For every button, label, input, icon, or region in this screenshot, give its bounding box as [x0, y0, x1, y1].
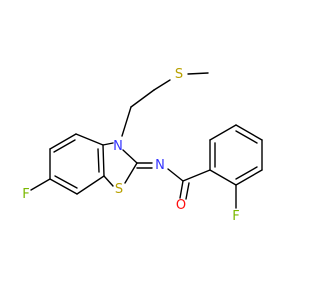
imine-nitrogen-label: N — [155, 158, 165, 173]
bond-ar6-ar1 — [209, 169, 237, 186]
benzamide-fluorine-label: F — [232, 209, 239, 224]
bond-s-c7a — [103, 175, 114, 187]
bond-ar3-ar4 — [235, 124, 263, 141]
bond-ch2-ch2 — [130, 89, 155, 108]
bond-c4-c5 — [49, 133, 77, 150]
bond-lines — [30, 72, 263, 209]
bond-c7-c7a — [76, 175, 105, 195]
bond-c6-f — [30, 178, 51, 191]
bond-c-aryl — [182, 169, 211, 182]
structure-diagram: S N N S O F F — [0, 0, 300, 300]
bond-ar5-ar6-inner — [235, 166, 258, 180]
bond-c6-c7-inner — [54, 175, 78, 189]
bond-n-carbonyl-c — [167, 168, 184, 182]
bond-ar2-ar3 — [209, 124, 237, 141]
bond-methyl-s — [187, 72, 209, 75]
bond-c3a-c4 — [75, 133, 104, 146]
bond-c2-s — [124, 162, 138, 184]
bond-c3a-n — [102, 142, 114, 146]
ring-nitrogen-label: N — [113, 139, 123, 154]
bond-n-c2 — [122, 149, 138, 164]
atom-labels: S N N S O F F — [22, 67, 239, 224]
bond-c6-c7 — [49, 178, 78, 195]
bond-ar5-ar6 — [235, 169, 263, 186]
thioether-sulfur-label: S — [175, 67, 183, 82]
bond-ch2-n — [121, 106, 132, 137]
bond-c3a-c7a-inner — [97, 148, 100, 173]
benzothiazole-fluorine-label: F — [22, 187, 29, 202]
bond-ar3-ar4-inner — [235, 130, 258, 144]
carbonyl-oxygen-label: O — [176, 198, 186, 213]
bond-c-o-double — [185, 182, 190, 200]
ring-sulfur-label: S — [115, 182, 123, 197]
bond-c-o — [179, 180, 184, 199]
bond-s-ch2 — [153, 79, 171, 91]
bond-c3a-c7a — [102, 144, 105, 177]
background — [0, 0, 300, 300]
molecule-canvas: S N N S O F F — [0, 0, 300, 300]
bond-c4-c5-inner — [53, 139, 76, 153]
